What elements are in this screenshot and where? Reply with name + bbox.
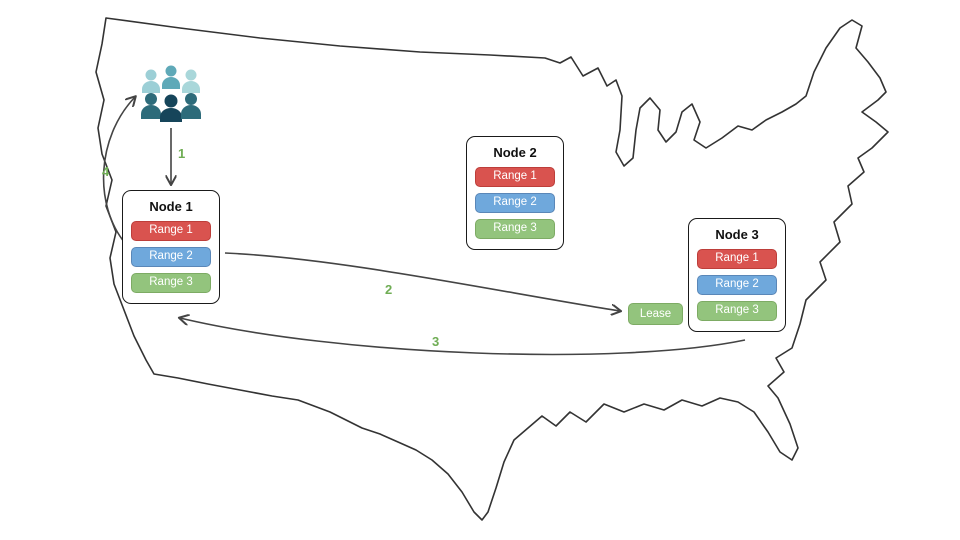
node-1-range-1-badge: Range 1 — [131, 221, 211, 241]
node-1-title: Node 1 — [149, 199, 193, 214]
step-label-3: 3 — [432, 334, 440, 349]
step-label-1: 1 — [178, 146, 186, 161]
node-3-range-1-badge: Range 1 — [697, 249, 777, 269]
arrow-step3-node3-to-node1 — [180, 318, 746, 356]
node-3-range-3-badge: Range 3 — [697, 301, 777, 321]
node-2-title: Node 2 — [493, 145, 537, 160]
node-1-range-3-badge: Range 3 — [131, 273, 211, 293]
arrow-step2-node1-to-lease — [224, 252, 620, 311]
node-1-box: Node 1 Range 1 Range 2 Range 3 — [122, 190, 220, 304]
users-icon — [141, 65, 201, 122]
node-3-range-2-badge: Range 2 — [697, 275, 777, 295]
node-2-box: Node 2 Range 1 Range 2 Range 3 — [466, 136, 564, 250]
lease-badge: Lease — [628, 303, 683, 325]
us-map-outline — [95, 17, 889, 521]
node-3-box: Node 3 Range 1 Range 2 Range 3 — [688, 218, 786, 332]
step-label-2: 2 — [385, 282, 393, 297]
node-1-range-2-badge: Range 2 — [131, 247, 211, 267]
node-3-title: Node 3 — [715, 227, 759, 242]
arrow-step4-node1-to-users — [102, 97, 135, 244]
node-2-range-1-badge: Range 1 — [475, 167, 555, 187]
node-2-range-3-badge: Range 3 — [475, 219, 555, 239]
step-label-4: 4 — [102, 164, 110, 179]
node-2-range-2-badge: Range 2 — [475, 193, 555, 213]
